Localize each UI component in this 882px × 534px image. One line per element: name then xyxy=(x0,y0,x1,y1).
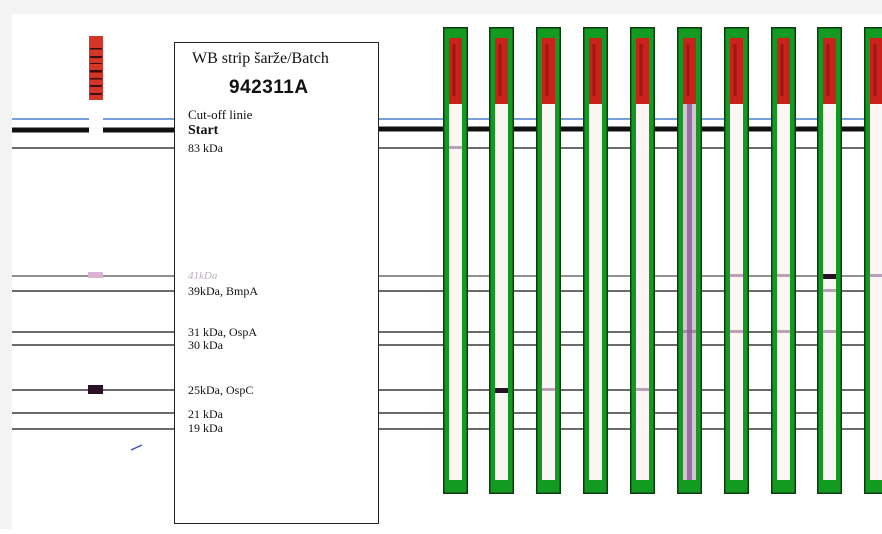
reference-strip-barcode xyxy=(89,36,103,100)
strip-body xyxy=(449,104,462,480)
strip-band xyxy=(870,274,882,277)
test-strip-4 xyxy=(583,27,608,494)
strip-band xyxy=(777,330,790,333)
band-label-30kda: 30 kDa xyxy=(188,339,223,351)
strip-body xyxy=(495,104,508,480)
test-strip-9 xyxy=(817,27,842,494)
strip-label-marking xyxy=(734,44,737,96)
strip-label-marking xyxy=(640,44,643,96)
strip-label-marking xyxy=(687,44,690,96)
strip-label-marking xyxy=(593,44,596,96)
band-label-41kda: 41kDa xyxy=(188,270,217,282)
strip-band xyxy=(823,289,836,292)
strip-body xyxy=(870,104,882,480)
left-edge xyxy=(0,0,12,529)
reference-band-41kda xyxy=(88,272,103,278)
band-label-83kda: 83 kDa xyxy=(188,142,223,154)
strip-label-marking xyxy=(874,44,877,96)
reference-band-25kda xyxy=(88,385,103,394)
test-strip-1 xyxy=(443,27,468,494)
strip-body xyxy=(589,104,602,480)
test-strip-8 xyxy=(771,27,796,494)
band-label-21kda: 21 kDa xyxy=(188,408,223,420)
strip-band xyxy=(495,388,508,393)
test-strip-6 xyxy=(677,27,702,494)
test-strip-5 xyxy=(630,27,655,494)
strip-band xyxy=(730,330,743,333)
batch-number: 942311A xyxy=(229,77,309,99)
strip-label-marking xyxy=(499,44,502,96)
strip-band xyxy=(636,388,649,391)
strip-body xyxy=(542,104,555,480)
strip-body xyxy=(730,104,743,480)
strip-band xyxy=(823,330,836,333)
strip-smear xyxy=(687,104,692,480)
strip-band xyxy=(449,146,462,149)
strip-label-marking xyxy=(781,44,784,96)
strip-label-marking xyxy=(827,44,830,96)
strip-body xyxy=(777,104,790,480)
test-strip-10 xyxy=(864,27,882,494)
band-label-39kda: 39kDa, BmpA xyxy=(188,285,258,297)
strip-label-marking xyxy=(546,44,549,96)
strip-band xyxy=(823,274,836,279)
band-label-19kda: 19 kDa xyxy=(188,422,223,434)
test-strip-2 xyxy=(489,27,514,494)
strip-band xyxy=(542,388,555,391)
label-title: WB strip šarže/Batch xyxy=(192,50,329,68)
start-label: Start xyxy=(188,123,218,139)
strip-label-marking xyxy=(453,44,456,96)
strip-band xyxy=(683,330,696,333)
strip-band xyxy=(730,274,743,277)
strip-band xyxy=(777,274,790,277)
strip-body xyxy=(636,104,649,480)
band-label-31kda: 31 kDa, OspA xyxy=(188,326,257,338)
cutoff-label: Cut-off linie xyxy=(188,107,252,123)
test-strip-7 xyxy=(724,27,749,494)
test-strip-3 xyxy=(536,27,561,494)
band-label-25kda: 25kDa, OspC xyxy=(188,384,253,396)
top-edge xyxy=(0,0,882,14)
